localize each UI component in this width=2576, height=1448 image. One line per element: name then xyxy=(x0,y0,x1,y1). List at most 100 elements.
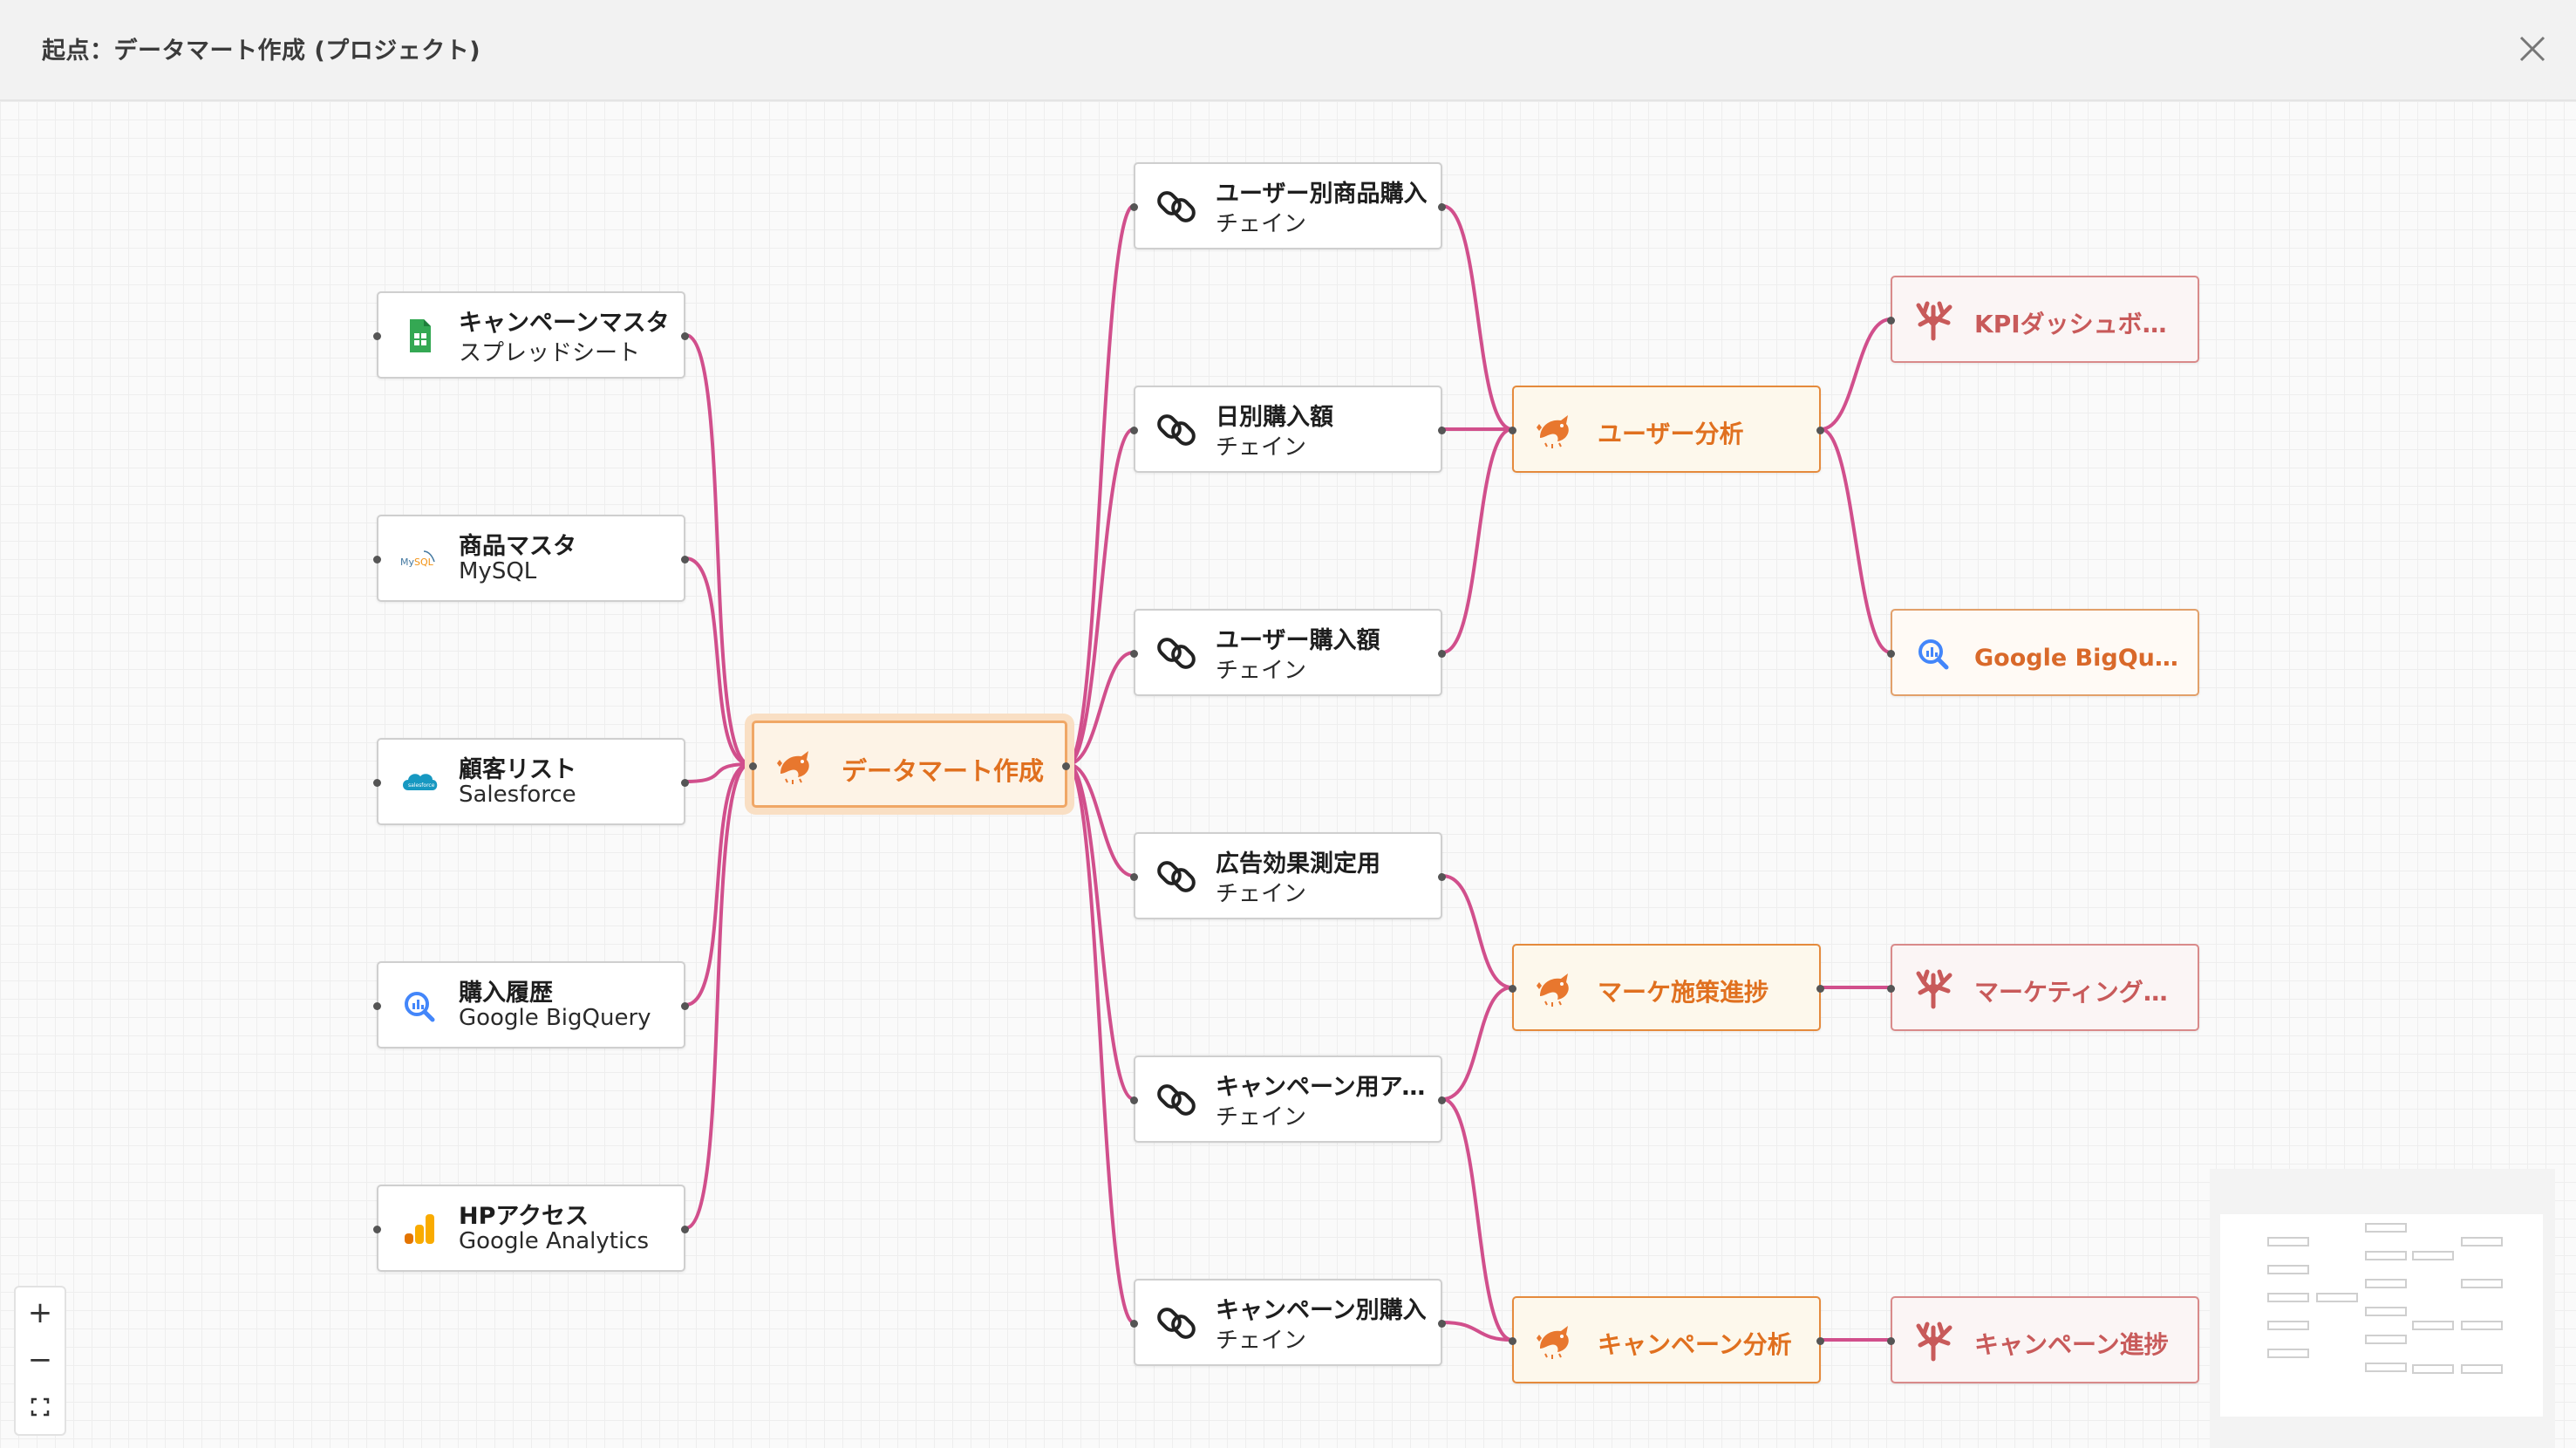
edge xyxy=(1441,874,1514,989)
output-port[interactable] xyxy=(681,1002,689,1010)
chain-icon xyxy=(1157,414,1196,446)
bigquery-icon xyxy=(1918,639,1949,670)
output-port[interactable] xyxy=(1438,1096,1446,1104)
output-port[interactable] xyxy=(1438,427,1446,434)
edge xyxy=(684,333,752,766)
edge xyxy=(1066,651,1135,766)
node-title: マーケティング進捗 xyxy=(1974,978,2185,1007)
edge xyxy=(684,762,752,783)
minimap-node xyxy=(2365,1251,2407,1260)
source-node-campaign-master[interactable]: キャンペーンマスタ スプレッドシート xyxy=(373,291,689,379)
center-project-node[interactable]: データマート作成 xyxy=(749,721,1070,808)
minimap-node xyxy=(2461,1279,2503,1288)
minimap-node xyxy=(2267,1321,2309,1330)
spreadsheet-icon xyxy=(410,319,431,352)
output-port[interactable] xyxy=(681,779,689,787)
node-title: キャンペーン用アクセス xyxy=(1216,1074,1428,1101)
minimap-node xyxy=(2461,1237,2503,1247)
node-title: Google BigQueryへ出力 xyxy=(1974,645,2185,672)
node-title: キャンペーン進捗 xyxy=(1974,1330,2169,1359)
dashboard-node-kpi[interactable]: KPIダッシュボード xyxy=(1887,276,2199,363)
output-port[interactable] xyxy=(1438,873,1446,881)
node-title: 購入履歴 xyxy=(459,980,553,1007)
input-port xyxy=(373,779,381,787)
chain-icon xyxy=(1157,1084,1196,1116)
fit-view-button[interactable] xyxy=(16,1383,65,1431)
project-dragon-icon xyxy=(777,751,809,784)
chain-icon xyxy=(1157,638,1196,669)
minimap-node xyxy=(2412,1251,2454,1260)
output-port[interactable] xyxy=(681,1226,689,1233)
edge xyxy=(684,762,752,1230)
node-title: キャンペーン別購入 xyxy=(1216,1297,1427,1324)
node-title: ユーザー分析 xyxy=(1598,420,1744,448)
output-port[interactable] xyxy=(681,556,689,563)
lineage-edges xyxy=(684,204,1892,1342)
minimap[interactable] xyxy=(2210,1169,2555,1448)
modal-title: 起点：データマート作成 (プロジェクト) xyxy=(42,38,481,65)
mysql-icon: My SQL xyxy=(400,550,435,568)
minimap-node xyxy=(2267,1349,2309,1358)
project-node-marketing-progress[interactable]: マーケ施策進捗 xyxy=(1509,944,1824,1031)
output-port[interactable] xyxy=(1062,762,1070,770)
svg-text:SQL: SQL xyxy=(414,557,434,568)
node-title: 広告効果測定用 xyxy=(1216,850,1380,878)
node-title: ユーザー購入額 xyxy=(1216,627,1380,654)
chain-node-user-purchase[interactable]: ユーザー購入額 チェイン xyxy=(1130,609,1446,696)
node-subtitle: Google BigQuery xyxy=(459,1005,651,1031)
project-node-campaign-analysis[interactable]: キャンペーン分析 xyxy=(1509,1296,1824,1383)
input-port xyxy=(1887,1337,1895,1345)
edge xyxy=(1441,204,1514,431)
close-icon[interactable] xyxy=(2517,33,2548,65)
source-node-hp-access[interactable]: HPアクセス Google Analytics xyxy=(373,1185,689,1272)
input-port xyxy=(1887,317,1895,324)
dashboard-coral-icon xyxy=(1916,1322,1952,1362)
output-port[interactable] xyxy=(1816,1337,1824,1345)
input-port xyxy=(1509,427,1516,434)
dashboard-coral-icon xyxy=(1916,969,1952,1009)
edge xyxy=(684,557,752,766)
input-port xyxy=(1130,873,1138,881)
chain-node-campaign-access[interactable]: キャンペーン用アクセス チェイン xyxy=(1130,1055,1446,1143)
node-subtitle: チェイン xyxy=(1216,1328,1307,1354)
dashboard-node-marketing-progress[interactable]: マーケティング進捗 xyxy=(1887,944,2199,1031)
input-port xyxy=(1130,427,1138,434)
dashboard-node-campaign-progress[interactable]: キャンペーン進捗 xyxy=(1887,1296,2199,1383)
zoom-out-button[interactable]: − xyxy=(27,1342,53,1377)
source-node-purchase-history[interactable]: 購入履歴 Google BigQuery xyxy=(373,961,689,1048)
svg-text:My: My xyxy=(400,557,414,568)
chain-node-user-product-purchase[interactable]: ユーザー別商品購入 チェイン xyxy=(1130,162,1446,249)
node-subtitle: MySQL xyxy=(459,558,537,584)
project-node-user-analysis[interactable]: ユーザー分析 xyxy=(1509,386,1824,473)
node-title: ユーザー別商品購入 xyxy=(1216,181,1428,208)
edge xyxy=(1066,762,1135,1324)
output-port[interactable] xyxy=(1438,203,1446,211)
lineage-canvas[interactable]: キャンペーンマスタ スプレッドシート My SQL 商品マスタ MySQL sa… xyxy=(0,101,2576,1448)
edge xyxy=(1819,427,1892,654)
minimap-node xyxy=(2267,1237,2309,1247)
source-node-customer-list[interactable]: salesforce 顧客リスト Salesforce xyxy=(373,738,689,825)
edge xyxy=(1066,762,1135,1101)
zoom-in-button[interactable]: + xyxy=(27,1295,53,1330)
chain-node-campaign-purchase[interactable]: キャンペーン別購入 チェイン xyxy=(1130,1279,1446,1366)
output-port[interactable] xyxy=(681,332,689,340)
output-port[interactable] xyxy=(1438,650,1446,658)
input-port xyxy=(1887,985,1895,993)
input-port xyxy=(1130,1096,1138,1104)
input-port xyxy=(1509,1337,1516,1345)
minimap-node xyxy=(2412,1321,2454,1330)
chain-node-daily-purchase[interactable]: 日別購入額 チェイン xyxy=(1130,386,1446,473)
edge xyxy=(1441,1321,1514,1342)
minimap-node xyxy=(2365,1363,2407,1372)
output-port[interactable] xyxy=(1816,427,1824,434)
input-port xyxy=(373,556,381,563)
output-node-bigquery[interactable]: Google BigQueryへ出力 xyxy=(1887,609,2199,696)
source-node-product-master[interactable]: My SQL 商品マスタ MySQL xyxy=(373,515,689,602)
chain-node-ad-measurement[interactable]: 広告効果測定用 チェイン xyxy=(1130,832,1446,919)
output-port[interactable] xyxy=(1438,1320,1446,1328)
output-port[interactable] xyxy=(1816,985,1824,993)
input-port xyxy=(373,332,381,340)
input-port xyxy=(1130,650,1138,658)
minimap-node xyxy=(2461,1321,2503,1330)
node-title: HPアクセス xyxy=(459,1203,589,1230)
